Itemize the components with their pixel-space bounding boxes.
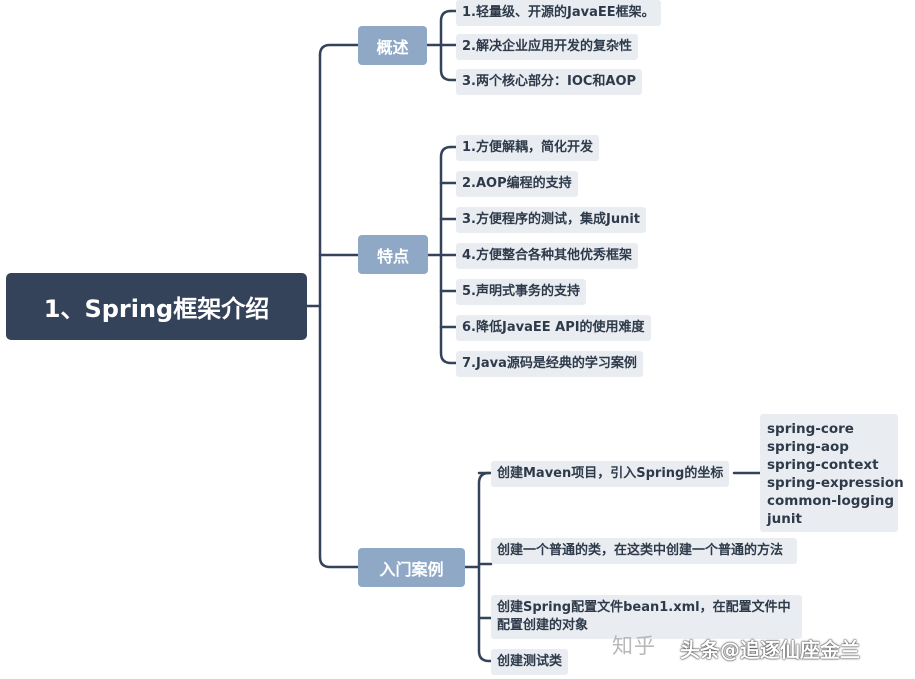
feature-item-6[interactable]: 6.降低JavaEE API的使用难度 — [456, 315, 651, 341]
root-node[interactable]: 1、Spring框架介绍 — [6, 273, 307, 340]
coord-spring-aop: spring-aop — [767, 439, 849, 455]
intro-item-class[interactable]: 创建一个普通的类，在这类中创建一个普通的方法 — [491, 538, 797, 564]
coord-spring-expression: spring-expression — [767, 475, 904, 491]
overview-item-3[interactable]: 3.两个核心部分：IOC和AOP — [456, 69, 643, 95]
watermark-zhihu: 知乎 — [612, 634, 656, 658]
branch-overview[interactable]: 概述 — [358, 26, 427, 65]
root-label: 1、Spring框架介绍 — [43, 295, 270, 323]
feature-item-1[interactable]: 1.方便解耦，简化开发 — [456, 135, 599, 161]
coord-spring-context: spring-context — [767, 457, 879, 473]
overview-item-1[interactable]: 1.轻量级、开源的JavaEE框架。 — [456, 0, 661, 26]
coord-spring-core: spring-core — [767, 421, 854, 437]
coord-common-logging: common-logging — [767, 493, 895, 509]
feature-item-3[interactable]: 3.方便程序的测试，集成Junit — [456, 207, 647, 233]
branch-overview-label: 概述 — [376, 37, 409, 57]
feature-item-4[interactable]: 4.方便整合各种其他优秀框架 — [456, 243, 638, 269]
feature-item-7[interactable]: 7.Java源码是经典的学习案例 — [456, 351, 643, 377]
intro-item-maven[interactable]: 创建Maven项目，引入Spring的坐标 — [491, 461, 730, 487]
maven-coordinates[interactable]: spring-core spring-aop spring-context sp… — [760, 414, 904, 532]
intro-item-config[interactable]: 创建Spring配置文件bean1.xml，在配置文件中配置创建的对象 — [491, 595, 802, 639]
overview-item-2[interactable]: 2.解决企业应用开发的复杂性 — [456, 34, 638, 60]
coord-junit: junit — [767, 511, 802, 527]
feature-item-2[interactable]: 2.AOP编程的支持 — [456, 171, 578, 197]
feature-item-5[interactable]: 5.声明式事务的支持 — [456, 279, 586, 305]
branch-features[interactable]: 特点 — [358, 235, 428, 274]
branch-intro[interactable]: 入门案例 — [358, 548, 465, 587]
watermark-toutiao: 头条@追逐仙座金兰 — [680, 638, 860, 662]
intro-item-test[interactable]: 创建测试类 — [491, 649, 569, 675]
branch-intro-label: 入门案例 — [379, 559, 444, 579]
branch-features-label: 特点 — [376, 246, 409, 266]
